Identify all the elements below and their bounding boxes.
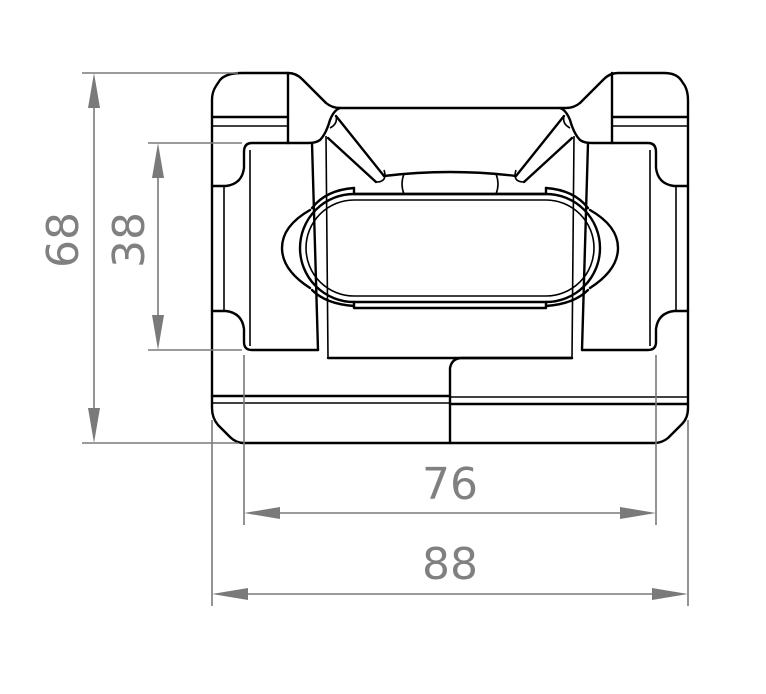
dimension-overall-height: 68	[38, 72, 238, 444]
dimension-label-38: 38	[104, 212, 155, 268]
arrow-right-icon	[652, 588, 688, 600]
arrow-down-icon	[88, 408, 100, 443]
dimension-inner-width: 76	[243, 355, 657, 525]
arrow-down-icon	[152, 315, 164, 350]
dimension-inner-height: 38	[104, 142, 242, 351]
dimension-label-68: 68	[38, 212, 89, 268]
arrow-up-icon	[88, 73, 100, 108]
dimension-overall-width: 88	[211, 420, 689, 606]
arrow-left-icon	[212, 588, 248, 600]
dimension-label-88: 88	[422, 539, 478, 590]
part-outline	[210, 71, 690, 445]
dimension-label-76: 76	[422, 459, 478, 510]
arrow-up-icon	[152, 143, 164, 178]
arrow-right-icon	[620, 507, 656, 519]
arrow-left-icon	[244, 507, 280, 519]
